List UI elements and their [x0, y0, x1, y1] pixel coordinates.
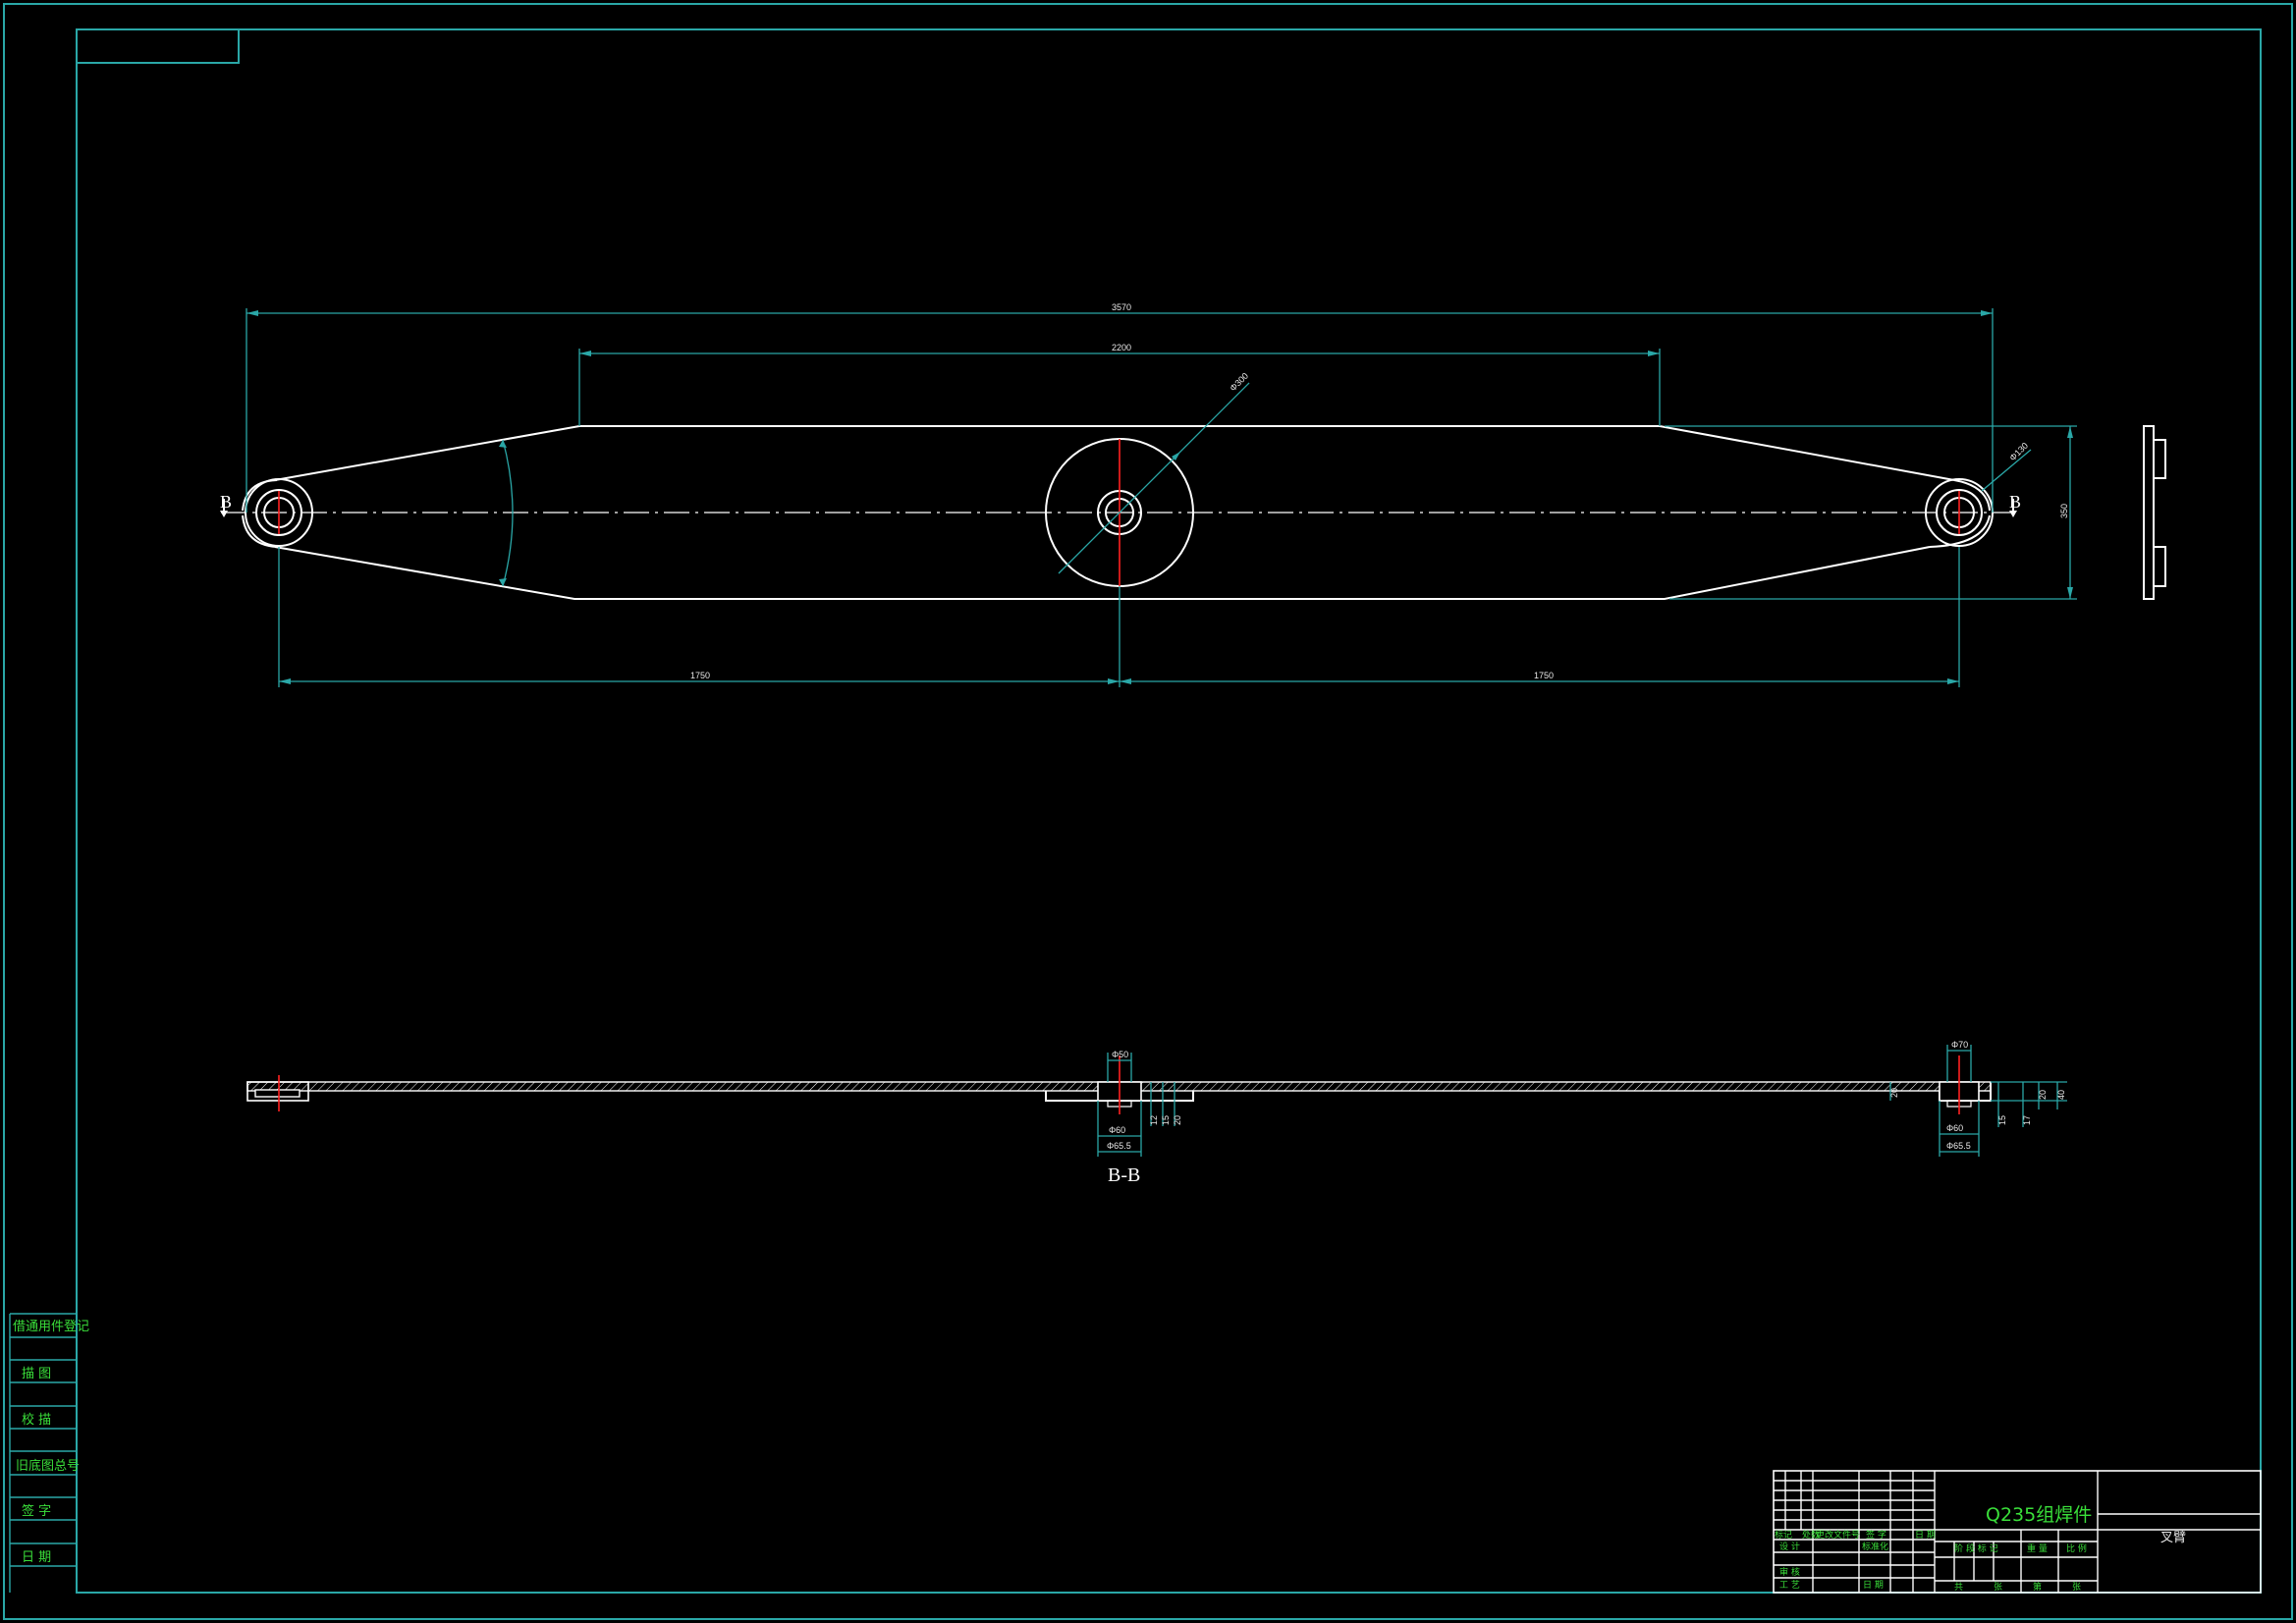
title-block: 标记 处数 更改文件号 签 字 日 期 设 计 审 核 工 艺 标准化 日 期 …: [1773, 1470, 2262, 1594]
tb-role-1: 设 计: [1779, 1541, 1800, 1552]
sec-right-bore-top: Φ70: [1951, 1040, 1968, 1050]
tb-sheets-2: 张: [1994, 1582, 2002, 1593]
sec-center-stack-3: 20: [1173, 1115, 1182, 1125]
sec-right-stack-3: 20: [2038, 1090, 2048, 1100]
tb-stage-label: 阶 段 标 记: [1954, 1542, 1998, 1554]
section-marker-left: B: [220, 492, 232, 512]
sec-center-bore-bottom: Φ65.5: [1107, 1141, 1131, 1151]
dim-center-dia: Φ300: [1228, 371, 1250, 394]
sec-right-bore-mid: Φ60: [1946, 1123, 1963, 1133]
main-view: 3570 2200 1750 1750 350 Φ300 Φ130: [220, 302, 2077, 687]
dim-height: 350: [2059, 504, 2069, 518]
dim-right-half: 1750: [1534, 671, 1554, 680]
tb-material: Q235组焊件: [1986, 1504, 2092, 1526]
tb-standardization: 标准化: [1862, 1541, 1888, 1552]
tb-header-1: 标记: [1775, 1529, 1792, 1541]
sec-center-bore-mid: Φ60: [1109, 1125, 1125, 1135]
strip-row-4: 旧底图总号: [16, 1458, 80, 1474]
tb-weight-label: 重 量: [2027, 1542, 2048, 1554]
side-view: [2143, 425, 2166, 600]
dim-top-flat: 2200: [1112, 343, 1131, 352]
top-left-box: [76, 28, 240, 64]
sec-right-stack-2: 17: [2022, 1115, 2032, 1125]
tb-sheets-4: 张: [2072, 1582, 2081, 1593]
tb-header-2: 处数: [1802, 1529, 1820, 1541]
sec-center-stack-2: 15: [1161, 1115, 1171, 1125]
section-marker-right: B: [2009, 492, 2021, 512]
tb-role-2: 审 核: [1779, 1566, 1800, 1578]
strip-row-6: 日 期: [22, 1550, 51, 1565]
outer-border: [3, 3, 2293, 1620]
strip-row-1: 借通用件登记: [13, 1320, 89, 1334]
dim-left-half: 1750: [690, 671, 710, 680]
section-label: B-B: [1108, 1164, 1140, 1186]
tb-header-3: 更改文件号: [1816, 1529, 1860, 1541]
dim-overall: 3570: [1112, 302, 1131, 312]
tb-date: 日 期: [1863, 1580, 1884, 1591]
sec-right-stack-4: 40: [2056, 1090, 2066, 1100]
strip-row-2: 描 图: [22, 1367, 51, 1381]
section-view: Φ50 Φ60 Φ65.5 12 15 20 Φ70 Φ60 Φ65.5 15 …: [246, 1040, 2067, 1186]
tb-scale-label: 比 例: [2066, 1542, 2087, 1554]
tb-header-5: 日 期: [1915, 1530, 1936, 1541]
left-strip: 借通用件登记 描 图 校 描 旧底图总号 签 字 日 期: [9, 1313, 89, 1593]
tb-part-name: 叉臂: [2160, 1531, 2186, 1545]
strip-row-3: 校 描: [22, 1412, 51, 1428]
tb-header-4: 签 字: [1866, 1529, 1886, 1541]
sec-left-thk: 20: [1889, 1088, 1899, 1098]
sec-right-stack-1: 15: [1997, 1115, 2007, 1125]
sec-center-stack-1: 12: [1149, 1115, 1159, 1125]
strip-row-5: 签 字: [22, 1503, 51, 1519]
tb-role-3: 工 艺: [1779, 1580, 1800, 1591]
sec-center-bore-top: Φ50: [1112, 1050, 1128, 1059]
tb-sheets-1: 共: [1954, 1582, 1963, 1593]
sec-right-bore-bottom: Φ65.5: [1946, 1141, 1971, 1151]
inner-border: [76, 28, 2262, 1594]
tb-sheets-3: 第: [2033, 1581, 2042, 1593]
